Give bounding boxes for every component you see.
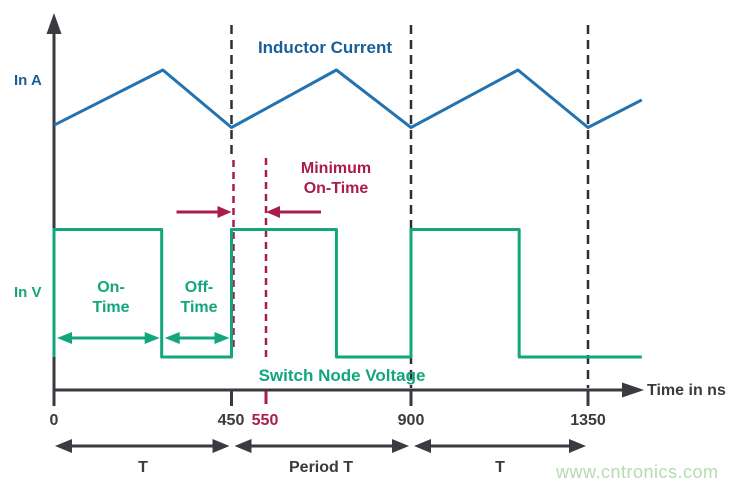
y-axis-label-current: In A <box>14 72 42 89</box>
switch-node-voltage-wave <box>52 228 642 359</box>
annotation-off-time: Off- Time <box>180 279 218 316</box>
x-tick-label-550: 550 <box>251 412 279 429</box>
x-tick-label-1350: 1350 <box>570 412 606 429</box>
annotation-period-t-center: Period T <box>288 459 354 476</box>
x-tick-label-450: 450 <box>217 412 245 429</box>
annotation-period-t-right: T <box>495 459 505 476</box>
x-axis-label: Time in ns <box>647 382 726 399</box>
inductor-current-wave <box>53 68 643 129</box>
y-axis-label-voltage: In V <box>14 284 42 301</box>
x-tick-label-900: 900 <box>397 412 425 429</box>
annotation-period-t-left: T <box>138 459 148 476</box>
watermark: www.cntronics.com <box>556 462 719 482</box>
axes <box>46 13 644 406</box>
annotation-minimum-on-time: Minimum On-Time <box>300 160 372 197</box>
annotation-arrows <box>55 206 586 453</box>
annotation-on-time: On- Time <box>92 279 130 316</box>
series-label-inductor-current: Inductor Current <box>257 38 393 57</box>
x-tick-label-0: 0 <box>49 412 59 429</box>
series-label-switch-node-voltage: Switch Node Voltage <box>258 366 426 385</box>
